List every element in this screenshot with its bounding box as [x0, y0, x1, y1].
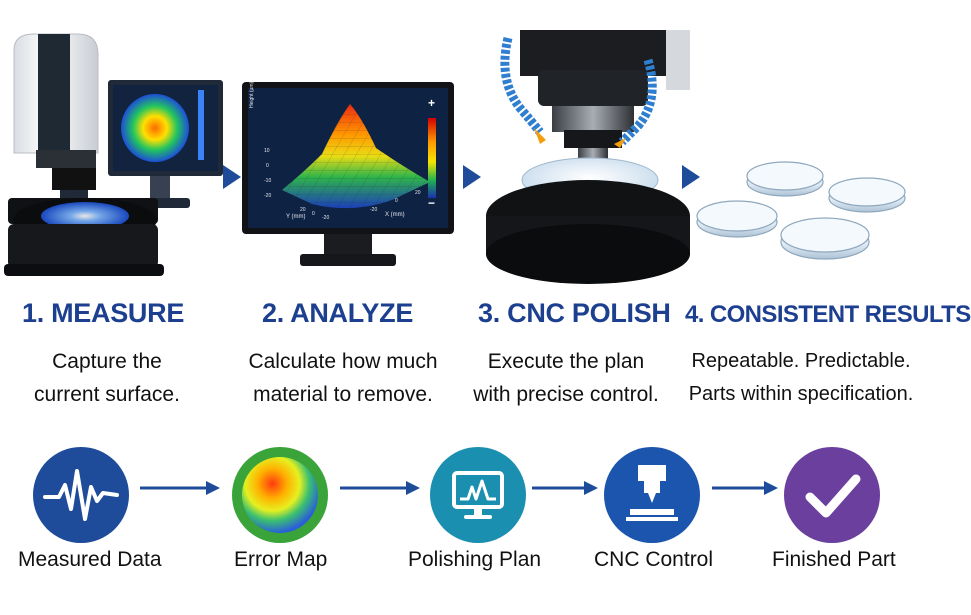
step-desc-line: Execute the plan: [487, 350, 645, 373]
step-title-measure: 1. MEASURE: [22, 298, 185, 328]
cnc-polish-illustration: [480, 30, 690, 290]
polishing-plan-circle: [430, 447, 526, 543]
step-desc-line: material to remove.: [253, 383, 433, 406]
plot-x-tick: 20: [300, 207, 306, 213]
arrow-right-icon: [138, 478, 222, 503]
checkmark-icon: [805, 474, 861, 518]
waveform-icon: [43, 469, 119, 521]
step-desc-analyze: Calculate how much material to remove.: [238, 345, 448, 411]
measure-illustration: [0, 28, 225, 288]
step-desc-line: Repeatable. Predictable.: [691, 350, 911, 372]
plot-y-tick: 0: [395, 198, 398, 204]
step-desc-line: Capture the: [52, 350, 162, 373]
finished-discs-illustration: [695, 150, 920, 275]
plot-z-tick: -10: [264, 178, 272, 184]
step-title-analyze: 2. ANALYZE: [262, 298, 414, 328]
arrow-right-icon: [338, 478, 422, 503]
plot-x-tick: -20: [322, 215, 330, 221]
cnc-control-circle: [604, 447, 700, 543]
step-desc-line: with precise control.: [473, 383, 659, 406]
scale-plus: +: [428, 96, 436, 110]
analyze-monitor: [242, 82, 454, 272]
monitor-chart-icon: [452, 471, 504, 519]
flow-label-cnc-control: CNC Control: [594, 548, 714, 571]
plot-x-tick: 0: [312, 211, 315, 217]
error-map-circle: [232, 447, 328, 543]
plot-z-tick: 10: [264, 148, 270, 154]
step-title-cnc-polish: 3. CNC POLISH: [478, 298, 671, 328]
scale-minus: −: [428, 196, 436, 210]
step-desc-cnc-polish: Execute the plan with precise control.: [466, 345, 666, 411]
step-desc-line: Calculate how much: [248, 350, 438, 373]
chevron-right-icon: [680, 163, 702, 196]
chevron-right-icon: [221, 163, 243, 196]
chevron-right-icon: [461, 163, 483, 196]
finished-part-circle: [784, 447, 880, 543]
cnc-machine-icon: [626, 465, 678, 521]
arrow-right-icon: [530, 478, 600, 503]
heatmap-icon: [242, 457, 318, 533]
flow-label-measured-data: Measured Data: [18, 548, 162, 571]
plot-z-tick: 0: [266, 163, 269, 169]
step-desc-line: current surface.: [34, 383, 180, 406]
step-desc-consistent-results: Repeatable. Predictable. Parts within sp…: [685, 345, 917, 411]
step-desc-measure: Capture the current surface.: [12, 345, 202, 411]
plot-zlabel: Height (µm): [249, 81, 255, 108]
step-title-consistent-results: 4. CONSISTENT RESULTS: [685, 301, 971, 328]
flow-label-finished-part: Finished Part: [772, 548, 896, 571]
plot-xlabel: X (mm): [385, 212, 405, 218]
flow-label-polishing-plan: Polishing Plan: [408, 548, 542, 571]
plot-z-tick: -20: [264, 193, 272, 199]
plot-y-tick: -20: [370, 207, 378, 213]
arrow-right-icon: [710, 478, 780, 503]
measured-data-circle: [33, 447, 129, 543]
flow-label-error-map: Error Map: [234, 548, 328, 571]
plot-ylabel: Y (mm): [286, 214, 306, 220]
plot-y-tick: 20: [415, 190, 421, 196]
step-desc-line: Parts within specification.: [688, 383, 914, 405]
